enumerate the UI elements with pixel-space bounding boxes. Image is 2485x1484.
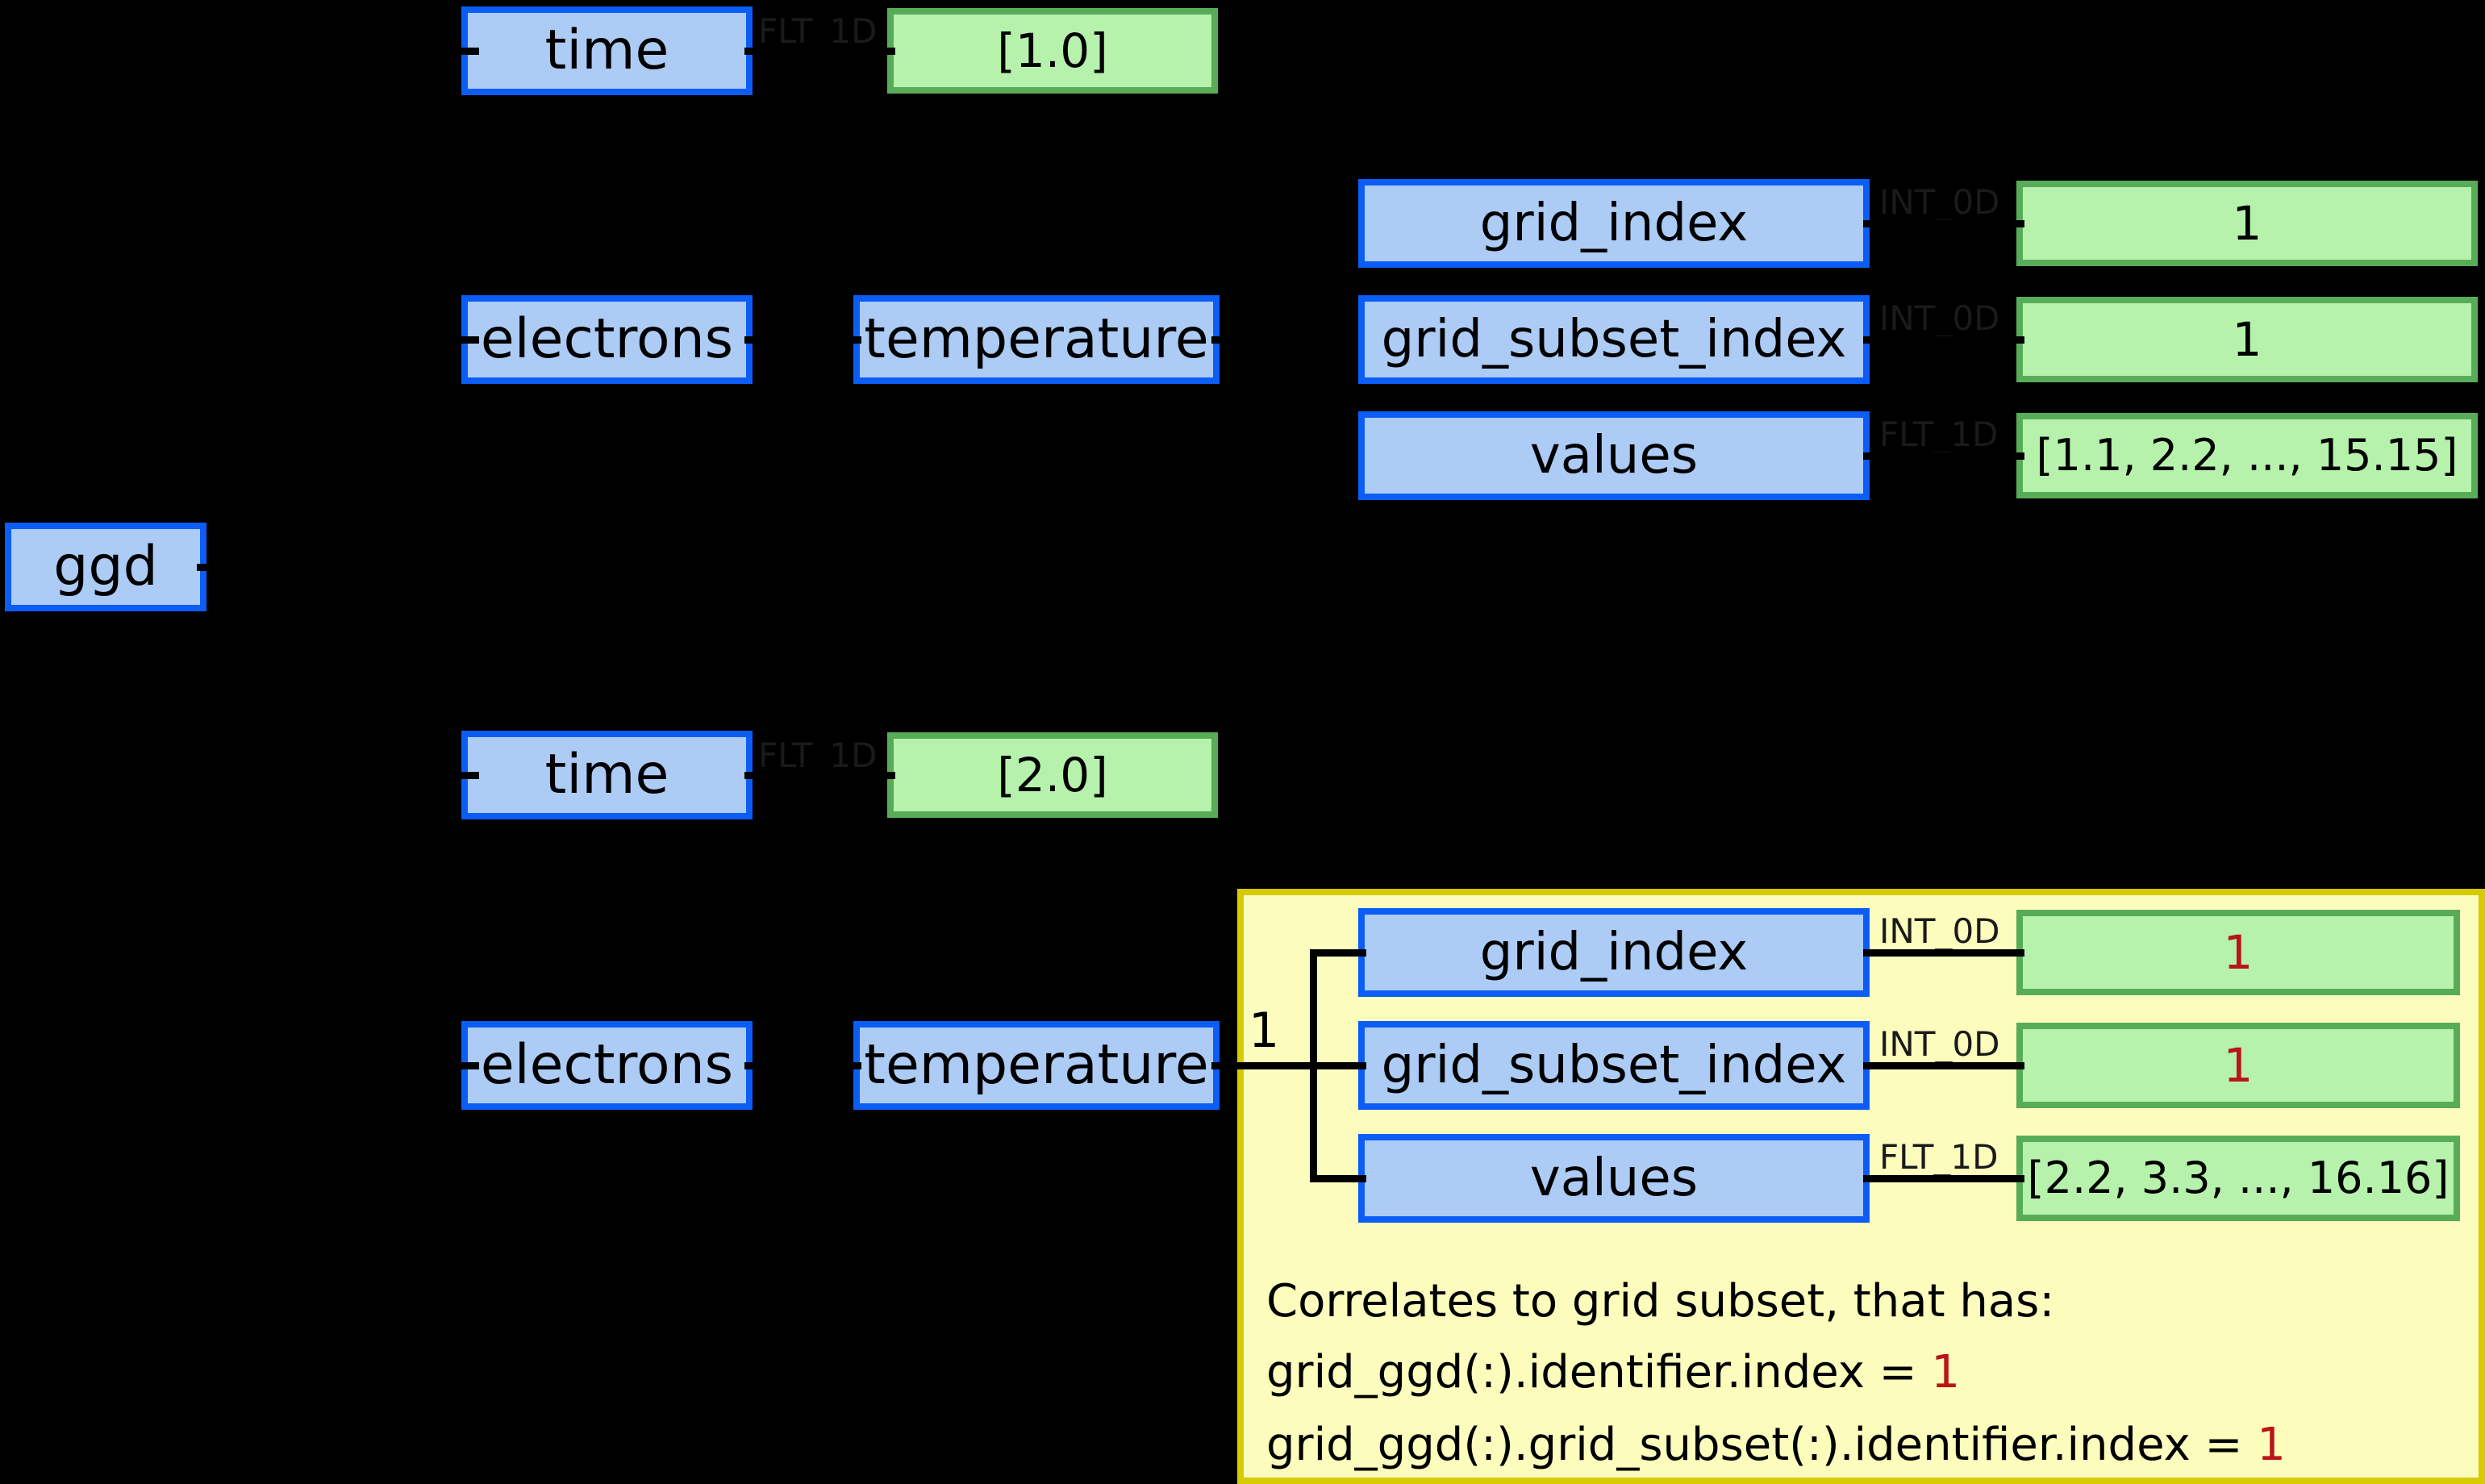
leaf-grid-subset-index-value-1: 1 [2016,297,2478,382]
annotation-red-value-3: 1 [2257,1419,2286,1471]
connector-line [1211,336,1228,344]
connector-line [455,1062,479,1069]
node-values-1: values [1358,411,1870,500]
annotation-line-1: Correlates to grid subset, that has: [1266,1274,2054,1328]
leaf-values-value-1: [1.1, 2.2, ..., 15.15] [2016,413,2478,498]
bracket-line [1310,949,1317,1182]
node-grid-index-2: grid_index [1358,908,1870,997]
leaf-time-value-2: [2.0] [887,732,1218,818]
type-label-grid-index-2: INT_0D [1879,911,2000,951]
grid-subset-index-value-2: 1 [2223,1038,2254,1093]
annotation-line-3: grid_ggd(:).grid_subset(:).identifier.in… [1266,1418,2286,1472]
leaf-grid-index-value-1: 1 [2016,181,2478,266]
type-label-time-2: FLT_1D [758,736,878,775]
connector-line [1310,1175,1366,1182]
node-time-1: time [461,6,753,95]
type-label-grid-index-1: INT_0D [1879,182,2000,222]
leaf-values-value-2: [2.2, 3.3, ..., 16.16] [2016,1136,2460,1221]
type-label-time-1: FLT_1D [758,11,878,51]
connector-line [1863,452,2024,460]
leaf-grid-subset-index-value-2: 1 [2016,1023,2460,1108]
node-grid-subset-index-1: grid_subset_index [1358,295,1870,384]
connector-line [1211,1062,1366,1069]
node-ggd: ggd [5,523,206,611]
node-electrons-1: electrons [461,295,753,384]
annotation-text-2: grid_ggd(:).identifier.index = [1266,1346,1932,1399]
node-grid-subset-index-2: grid_subset_index [1358,1021,1870,1110]
connector-line [455,772,479,779]
type-label-grid-subset-index-2: INT_0D [1879,1024,2000,1064]
connector-line [455,48,479,55]
connector-line [744,772,895,779]
connector-line [744,336,861,344]
annotation-line-2: grid_ggd(:).identifier.index = 1 [1266,1345,1960,1399]
type-label-grid-subset-index-1: INT_0D [1879,298,2000,338]
type-label-values-1: FLT_1D [1879,415,1999,454]
node-temperature-2: temperature [853,1021,1220,1110]
annotation-text-3: grid_ggd(:).grid_subset(:).identifier.in… [1266,1419,2258,1471]
connector-line [455,336,479,344]
node-temperature-1: temperature [853,295,1220,384]
connector-line [744,48,895,55]
connector-line [1863,949,2024,957]
connector-line [1310,949,1366,957]
connector-line [744,1062,861,1069]
grid-index-value-2: 1 [2223,925,2254,980]
connector-line [197,564,213,571]
leaf-grid-index-value-2: 1 [2016,910,2460,995]
type-label-values-2: FLT_1D [1879,1137,1999,1177]
node-values-2: values [1358,1134,1870,1223]
connector-line [1863,336,2024,344]
connector-line [1863,1062,2024,1069]
node-grid-index-1: grid_index [1358,179,1870,268]
node-electrons-2: electrons [461,1021,753,1110]
leaf-time-value-1: [1.0] [887,8,1218,94]
annotation-red-value-2: 1 [1931,1346,1961,1399]
connector-line [1863,220,2024,227]
connector-line [1863,1175,2024,1182]
multiplicity-label: 1 [1249,1003,1280,1059]
annotation-text-1: Correlates to grid subset, that has: [1266,1275,2055,1328]
node-time-2: time [461,731,753,819]
